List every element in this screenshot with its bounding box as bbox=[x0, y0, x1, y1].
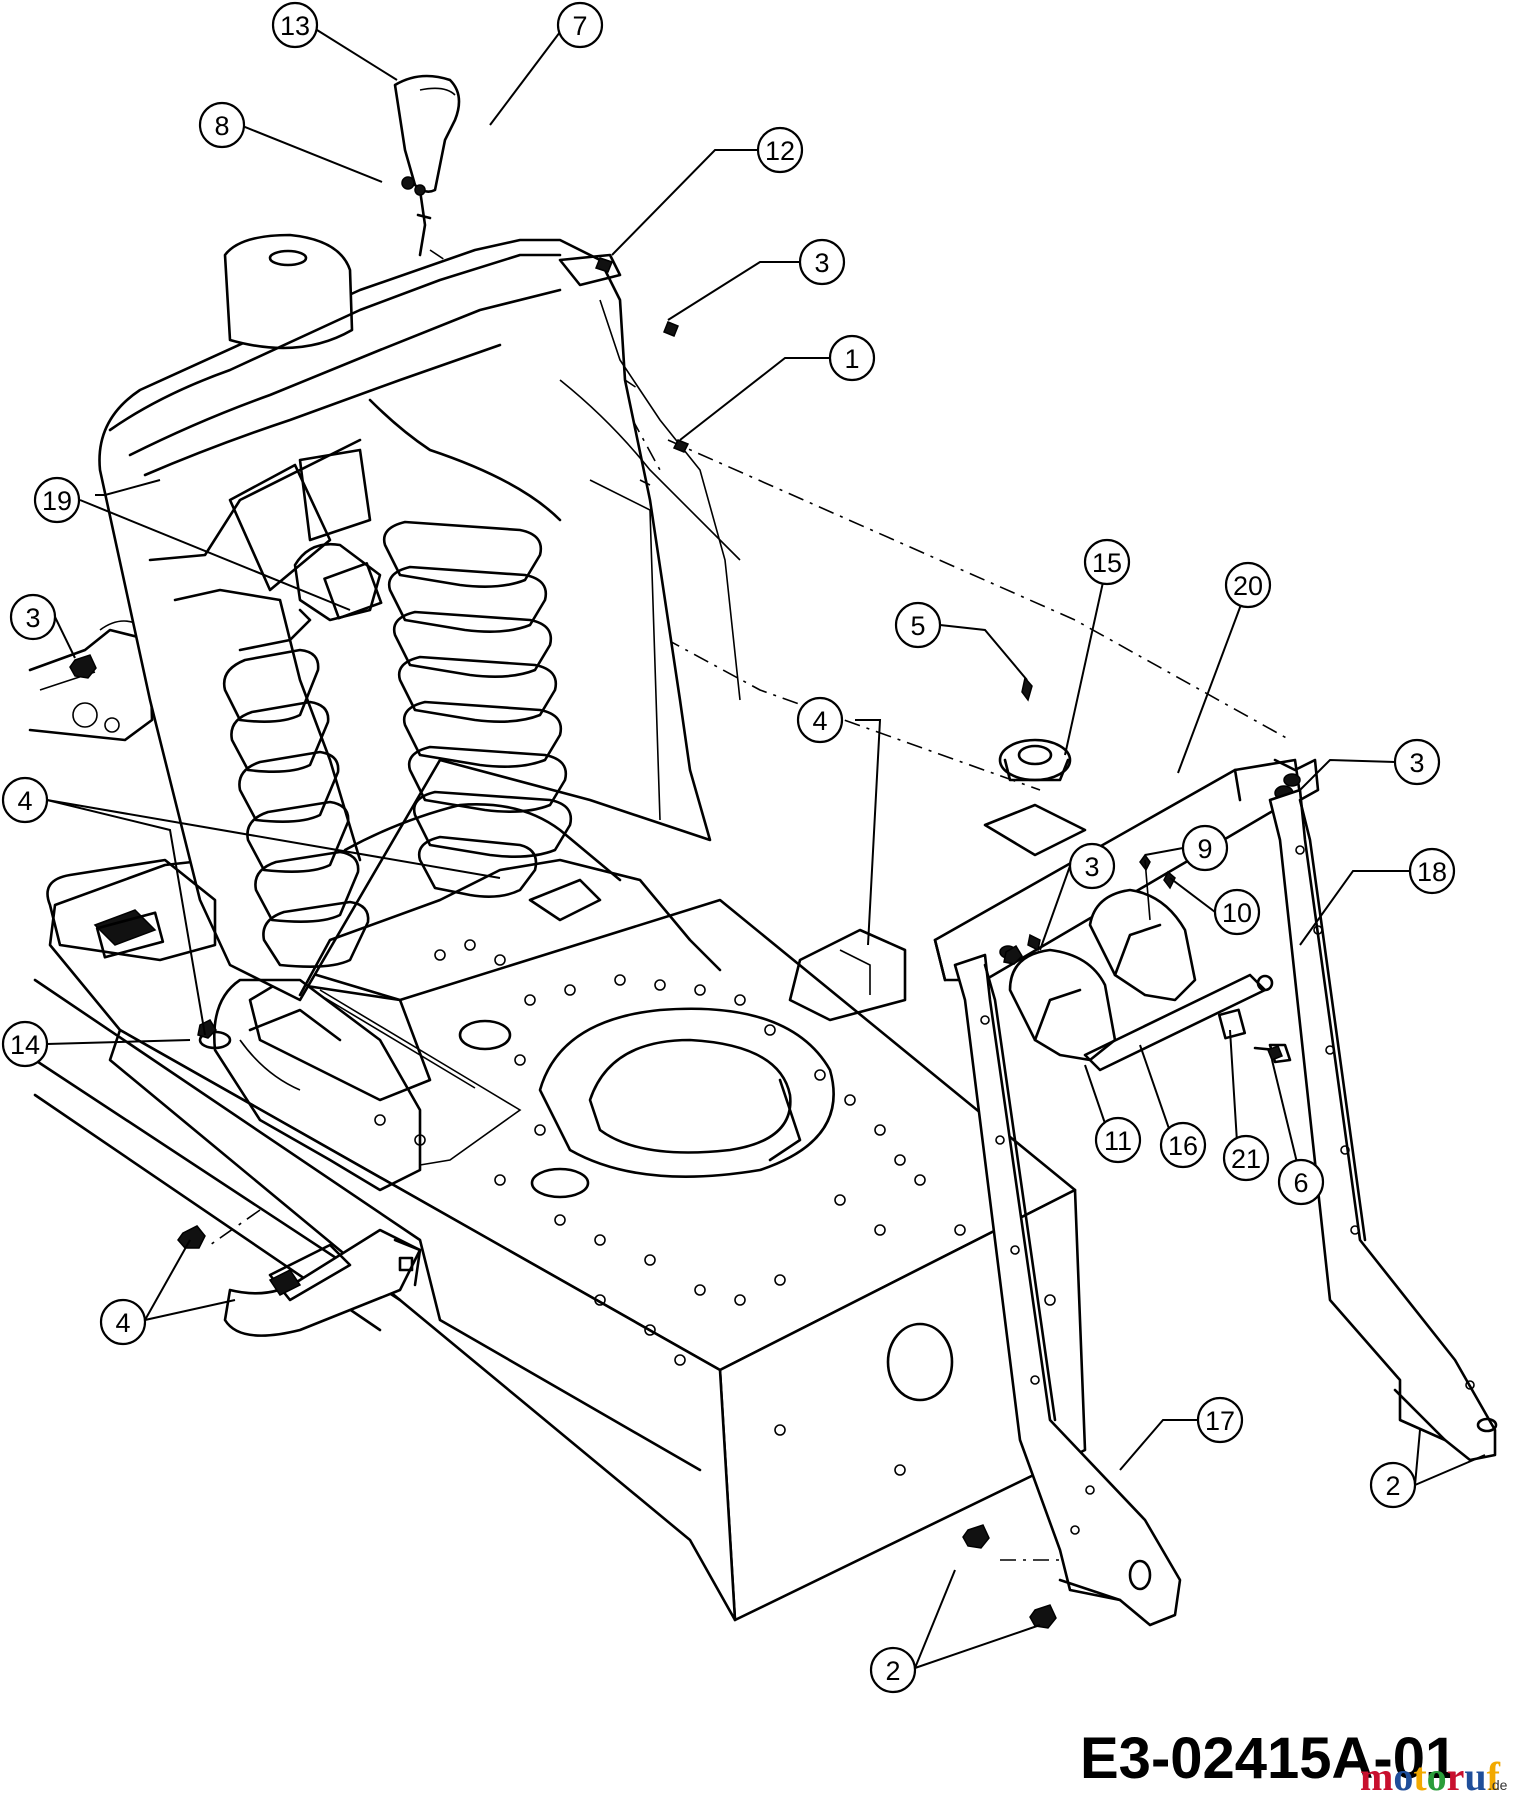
svg-text:5: 5 bbox=[910, 611, 925, 641]
callout-17: 17 bbox=[1196, 1396, 1244, 1444]
callout-1: 1 bbox=[828, 334, 876, 382]
seat-knob-bracket bbox=[293, 542, 382, 622]
svg-text:11: 11 bbox=[1104, 1126, 1132, 1156]
callout-3-right: 3 bbox=[1393, 738, 1441, 786]
svg-text:15: 15 bbox=[1092, 548, 1122, 578]
callout-4-bottom: 4 bbox=[99, 1298, 147, 1346]
seat-adjust-lever bbox=[393, 74, 461, 257]
callout-14: 14 bbox=[1, 1020, 49, 1068]
callout-10: 10 bbox=[1213, 888, 1261, 936]
svg-text:18: 18 bbox=[1417, 857, 1447, 887]
svg-text:2: 2 bbox=[1385, 1471, 1400, 1501]
svg-text:3: 3 bbox=[814, 248, 829, 278]
svg-text:12: 12 bbox=[765, 136, 795, 166]
seat-pads-left bbox=[222, 608, 370, 968]
left-mount-bracket bbox=[223, 1228, 422, 1337]
watermark-brand: motoruf bbox=[1360, 1754, 1501, 1799]
callout-7: 7 bbox=[556, 1, 604, 49]
watermark-suffix: .de bbox=[1488, 1777, 1508, 1793]
callout-2-right: 2 bbox=[1369, 1461, 1417, 1509]
svg-text:2: 2 bbox=[885, 1656, 900, 1686]
callout-5: 5 bbox=[894, 601, 942, 649]
watermark-logo: motoruf .de bbox=[1360, 1754, 1508, 1799]
callout-3-left: 3 bbox=[9, 593, 57, 641]
frame-leg-17 bbox=[953, 953, 1182, 1627]
callout-19: 19 bbox=[33, 476, 81, 524]
callout-3-mid: 3 bbox=[1068, 842, 1116, 890]
seat-pads-right bbox=[382, 520, 573, 898]
callout-12: 12 bbox=[756, 126, 804, 174]
svg-text:4: 4 bbox=[17, 786, 32, 816]
svg-text:3: 3 bbox=[1084, 852, 1099, 882]
fasteners bbox=[69, 654, 1283, 1629]
callout-18: 18 bbox=[1408, 847, 1456, 895]
svg-text:19: 19 bbox=[42, 486, 72, 516]
svg-text:1: 1 bbox=[844, 344, 859, 374]
svg-text:6: 6 bbox=[1293, 1168, 1308, 1198]
callout-3-top: 3 bbox=[798, 238, 846, 286]
callout-20: 20 bbox=[1224, 561, 1272, 609]
callout-6: 6 bbox=[1277, 1158, 1325, 1206]
svg-text:8: 8 bbox=[214, 111, 229, 141]
svg-text:3: 3 bbox=[25, 603, 40, 633]
seat bbox=[46, 233, 741, 1192]
svg-text:13: 13 bbox=[280, 11, 310, 41]
seat-hinge-brackets bbox=[1008, 853, 1292, 1072]
callout-9: 9 bbox=[1181, 824, 1229, 872]
svg-text:10: 10 bbox=[1222, 898, 1252, 928]
svg-text:7: 7 bbox=[572, 11, 587, 41]
callout-8: 8 bbox=[198, 101, 246, 149]
svg-text:4: 4 bbox=[115, 1308, 130, 1338]
svg-text:14: 14 bbox=[10, 1030, 40, 1060]
callout-4-left: 4 bbox=[1, 776, 49, 824]
svg-text:17: 17 bbox=[1205, 1406, 1235, 1436]
frame-leg-18 bbox=[1268, 788, 1498, 1462]
svg-text:4: 4 bbox=[812, 706, 827, 736]
back-hardware bbox=[558, 253, 690, 486]
callout-2-bottom: 2 bbox=[869, 1646, 917, 1694]
svg-text:3: 3 bbox=[1409, 748, 1424, 778]
callout-21: 21 bbox=[1222, 1134, 1270, 1182]
svg-text:21: 21 bbox=[1231, 1144, 1261, 1174]
callout-4-seat: 4 bbox=[796, 696, 844, 744]
callouts: 13 7 8 12 3 1 19 3 15 20 5 4 3 4 9 3 10 … bbox=[1, 1, 1456, 1694]
svg-text:9: 9 bbox=[1197, 834, 1212, 864]
callout-11: 11 bbox=[1094, 1116, 1142, 1164]
leader-lines bbox=[46, 29, 1486, 1669]
grommet-15 bbox=[983, 676, 1087, 857]
callout-16: 16 bbox=[1159, 1121, 1207, 1169]
callout-13: 13 bbox=[271, 1, 319, 49]
svg-text:16: 16 bbox=[1168, 1131, 1198, 1161]
fender-fragment bbox=[28, 620, 154, 742]
callout-15: 15 bbox=[1083, 538, 1131, 586]
drawing-code: E3-02415A-01 bbox=[1080, 1726, 1457, 1791]
svg-text:20: 20 bbox=[1233, 571, 1263, 601]
